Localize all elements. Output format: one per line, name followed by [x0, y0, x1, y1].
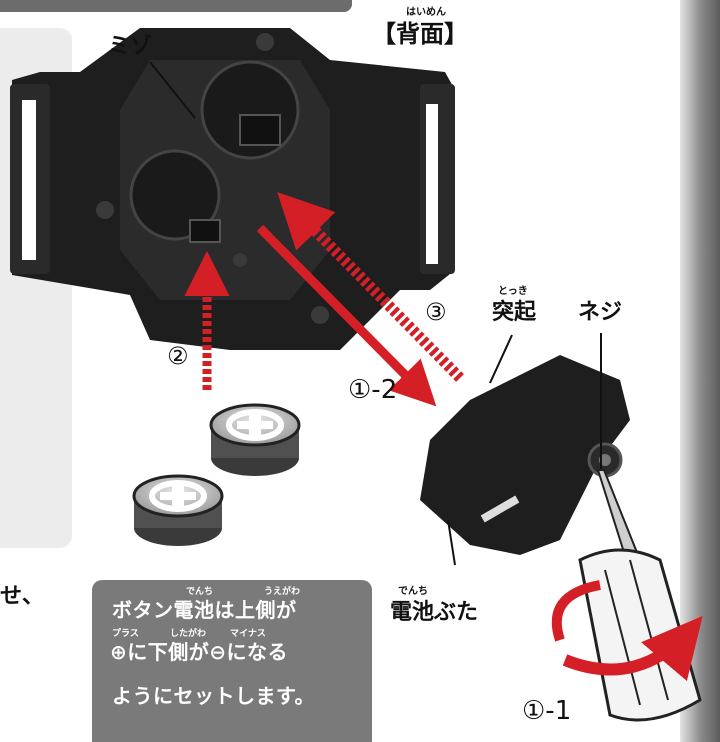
arrow-step-1-2 [256, 224, 437, 407]
cover-pointer-line [447, 519, 456, 566]
note-line-3: ようにセットします。 [112, 684, 315, 708]
groove-label: ミゾ [108, 34, 153, 59]
note-ruby-1a: でんち [186, 587, 214, 597]
battery-cover-label: 電池ぶた [390, 600, 479, 625]
back-view-ruby: はいめん [406, 7, 446, 18]
note-ruby-2c: マイナス [230, 629, 266, 639]
protrusion-label: 突起 [492, 300, 537, 325]
step-1-1-label: ①-1 [522, 696, 572, 726]
left-partial-text: せ、 [0, 584, 45, 609]
note-ruby-2a: プラス [112, 629, 139, 639]
note-line-2: ⊕に下側が⊖になる [110, 640, 289, 664]
groove-pointer-line [149, 61, 196, 119]
top-header-bar [0, 0, 352, 12]
rotate-arrow-back [551, 580, 602, 642]
protrusion-pointer-line [489, 334, 513, 384]
note-line-1: ボタン電池は上側が [112, 598, 297, 622]
rotate-arrow-front [562, 615, 703, 682]
step-1-2-label: ①-2 [348, 375, 398, 405]
note-box: でんち うえがわ ボタン電池は上側が プラス したがわ マイナス ⊕に下側が⊖に… [92, 580, 372, 742]
screw-label: ネジ [578, 300, 623, 325]
note-ruby-2b: したがわ [170, 629, 207, 639]
back-view-label: 【背面】 [372, 20, 468, 48]
step-2-label: ② [167, 342, 189, 370]
battery-cover-ruby: でんち [398, 586, 428, 597]
device-back-housing [10, 28, 455, 350]
protrusion-ruby: とっき [498, 286, 528, 297]
step-3-label: ③ [425, 298, 447, 326]
battery-cover [420, 355, 630, 555]
button-battery-2 [132, 474, 224, 546]
button-battery-1 [209, 403, 301, 476]
note-ruby-1b: うえがわ [264, 587, 301, 597]
